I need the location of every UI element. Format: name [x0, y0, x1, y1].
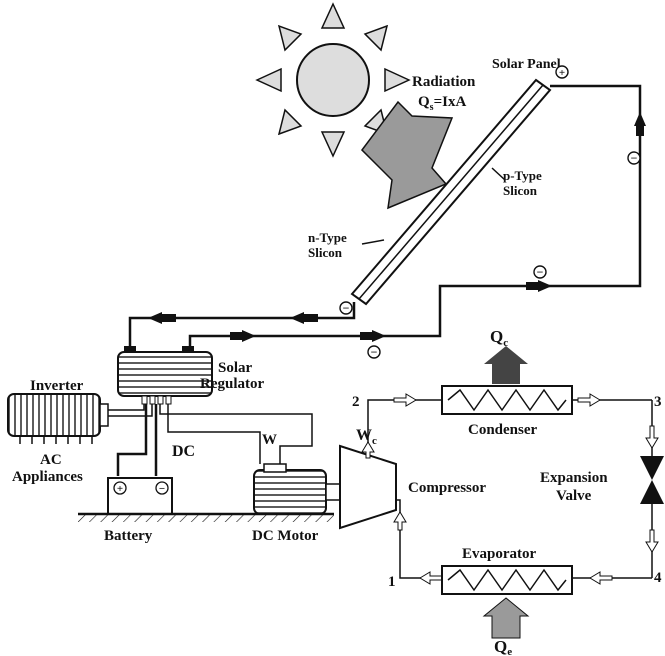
wire-arrow-up: [634, 112, 646, 126]
qc-heat-arrow: [484, 346, 528, 384]
flow-arrow-icon: [419, 571, 443, 585]
wire-arrow-right-3: [372, 330, 386, 342]
wire-arrow-right: [538, 280, 552, 292]
evaporator-label: Evaporator: [462, 546, 537, 562]
minus-marker-icon: −: [339, 301, 353, 315]
battery-plus-icon: +: [117, 483, 123, 495]
solar-panel-label: Solar Panel: [492, 57, 561, 72]
solar-regulator-label-2: Regulator: [200, 376, 264, 392]
n-type-label-2: Slicon: [308, 245, 343, 260]
state-point-3: 3: [654, 394, 662, 410]
flow-arrow-icon: [393, 393, 417, 407]
sun-icon: [255, 2, 411, 158]
p-type-label-1: p-Type: [503, 168, 542, 183]
flow-arrow-icon: [645, 425, 659, 449]
qc-label: Qc: [490, 327, 508, 349]
ac-appliances-label-2: Appliances: [12, 469, 83, 485]
dc-motor: [253, 463, 341, 515]
n-type-label-1: n-Type: [308, 230, 347, 245]
dc-label: DC: [172, 443, 195, 460]
svg-text:−: −: [631, 151, 638, 165]
expansion-valve: [640, 456, 664, 504]
battery: + −: [107, 477, 173, 515]
battery-label: Battery: [104, 528, 153, 544]
ac-appliances-label-1: AC: [40, 452, 62, 468]
solar-panel: [350, 78, 552, 306]
ground-floor: [78, 514, 334, 522]
flow-arrow-icon: [577, 393, 601, 407]
evaporator: [441, 565, 573, 595]
svg-text:−: −: [343, 301, 350, 315]
negative-wire: [128, 302, 356, 350]
state-point-2: 2: [352, 394, 360, 410]
w-label: W: [262, 432, 277, 448]
wire-arrow-right-2: [242, 330, 256, 342]
state-point-4: 4: [654, 570, 662, 586]
svg-text:−: −: [537, 265, 544, 279]
condenser: [441, 385, 573, 415]
radiation-label: Radiation: [412, 74, 476, 90]
flow-arrow-icon: [393, 511, 407, 531]
inverter: [7, 393, 109, 444]
svg-text:−: −: [371, 345, 378, 359]
compressor-label: Compressor: [408, 480, 486, 496]
flow-arrow-icon: [645, 529, 659, 553]
dc-motor-label: DC Motor: [252, 528, 319, 544]
condenser-label: Condenser: [468, 422, 538, 438]
battery-minus-icon: −: [159, 483, 165, 495]
qe-label: Qe: [494, 637, 512, 656]
expansion-valve-label-1: Expansion: [540, 470, 608, 486]
inverter-label: Inverter: [30, 378, 84, 394]
plus-terminal-icon: +: [555, 65, 569, 79]
positive-wire: [188, 84, 642, 348]
wire-arrow-left-1: [290, 312, 304, 324]
radiation-arrow: [361, 100, 454, 210]
flow-arrow-icon: [361, 441, 375, 459]
p-type-label-2: Slicon: [503, 183, 538, 198]
radiation-equation: Qs=IxA: [418, 94, 466, 113]
state-point-1: 1: [388, 574, 396, 590]
minus-marker-icon: −: [367, 345, 381, 359]
svg-text:+: +: [559, 67, 565, 79]
compressor: [339, 444, 397, 530]
wire-arrow-left-2: [148, 312, 162, 324]
qe-heat-arrow: [482, 597, 530, 639]
minus-marker-icon: −: [627, 151, 641, 165]
flow-arrow-icon: [589, 571, 613, 585]
solar-regulator-label-1: Solar: [218, 360, 253, 376]
solar-regulator: [117, 346, 213, 405]
minus-marker-icon: −: [533, 265, 547, 279]
expansion-valve-label-2: Valve: [556, 488, 592, 504]
